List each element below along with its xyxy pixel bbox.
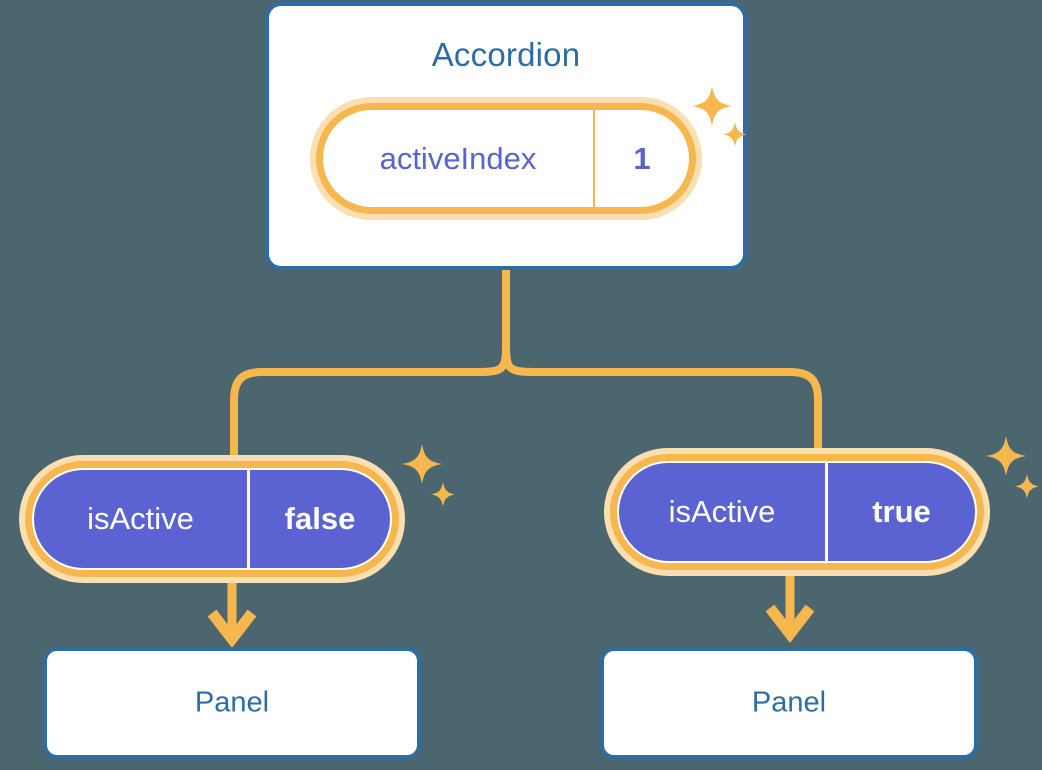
pill-ring: activeIndex 1 <box>316 103 696 214</box>
panel-card-right[interactable]: Panel <box>600 647 978 759</box>
pill-body: isActive true <box>617 461 977 563</box>
arrow-left <box>207 583 257 649</box>
pill-ring: isActive false <box>25 461 399 577</box>
state-pill-value: false <box>284 501 356 536</box>
arrow-right <box>765 576 815 644</box>
pill-body: isActive false <box>32 468 392 570</box>
page-title: Accordion <box>431 36 581 73</box>
sparkle-icon-right <box>986 436 1039 499</box>
panel-title: Panel <box>194 686 270 719</box>
state-pill-active-index[interactable]: activeIndex 1 <box>310 97 702 220</box>
state-pill-is-active-false[interactable]: isActive false <box>19 455 405 583</box>
state-pill-key: isActive <box>619 463 828 561</box>
pill-body: activeIndex 1 <box>323 110 689 207</box>
panel-card-left[interactable]: Panel <box>43 647 421 759</box>
connector-branch-left <box>230 336 510 464</box>
state-pill-value: 1 <box>633 140 651 176</box>
connector-branch-right <box>502 336 822 459</box>
state-pill-value: true <box>872 494 931 529</box>
panel-title: Panel <box>751 686 827 719</box>
pill-ring: isActive true <box>610 454 984 570</box>
state-pill-key: activeIndex <box>323 110 595 207</box>
state-pill-is-active-true[interactable]: isActive true <box>604 448 990 576</box>
sparkle-icon-left <box>402 444 455 507</box>
state-pill-key: isActive <box>34 470 250 568</box>
